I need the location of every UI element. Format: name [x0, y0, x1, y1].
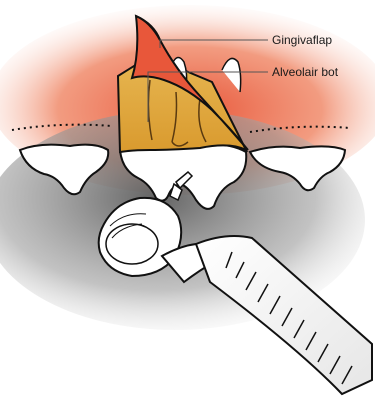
label-alveolar-bone: Alveolair bot — [272, 65, 339, 79]
label-gingival-flap: Gingivaflap — [272, 33, 332, 47]
